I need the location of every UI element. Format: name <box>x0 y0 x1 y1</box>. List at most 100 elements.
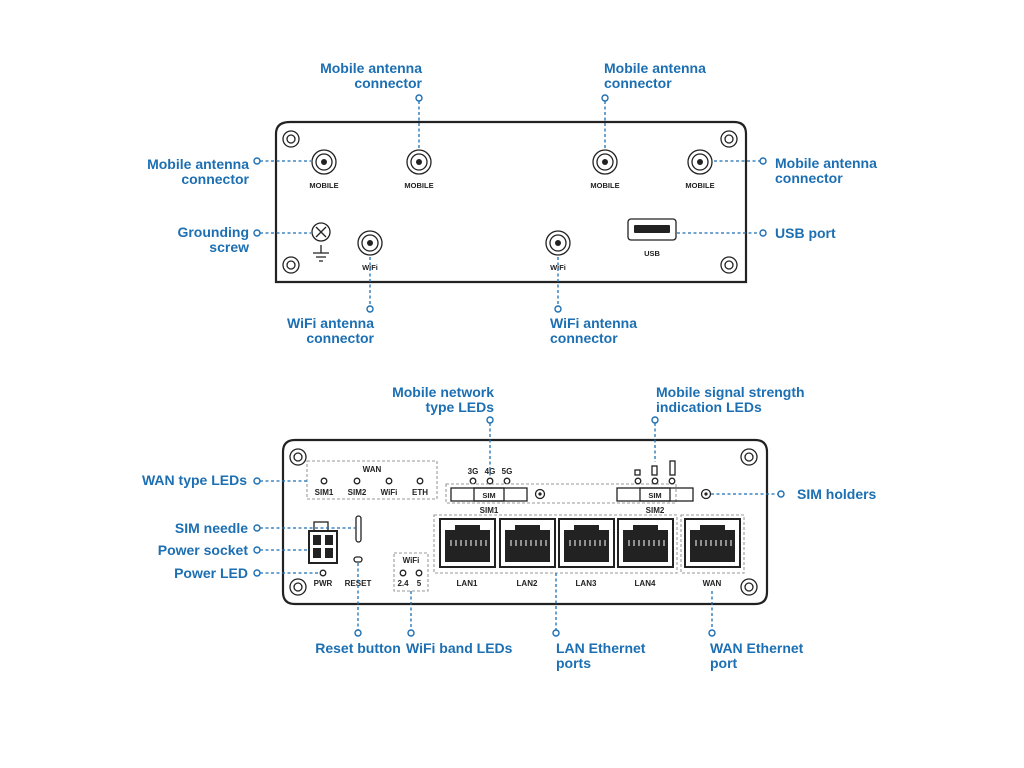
rear-panel-body <box>274 120 748 284</box>
sim2-label: SIM2 <box>646 506 665 515</box>
callout-line: Mobile network <box>392 384 494 400</box>
wan-led-title: WAN <box>363 465 382 474</box>
mobile-port-label: MOBILE <box>590 181 619 190</box>
wifi-band-led-group: WiFi 2.4 5 <box>393 552 429 592</box>
wan-port-label: WAN <box>703 579 722 588</box>
wan-port-icon <box>684 518 741 568</box>
callout-line: Power socket <box>157 542 248 558</box>
callout-mobile-antenna-left: Mobile antenna connector <box>147 157 249 187</box>
callout-line: Reset button <box>315 640 401 656</box>
wifi-led-title: WiFi <box>403 556 420 565</box>
mobile-port-label: MOBILE <box>404 181 433 190</box>
callout-line: WiFi antenna <box>287 315 374 331</box>
mobile-port-label: MOBILE <box>309 181 338 190</box>
pwr-label: PWR <box>314 579 333 588</box>
callout-line: ports <box>556 655 591 671</box>
callout-line: connector <box>181 171 249 187</box>
callout-line: screw <box>209 239 249 255</box>
wan-led-label: SIM1 <box>315 488 334 497</box>
lan-port-label: LAN3 <box>576 579 597 588</box>
wan-type-led-group: WAN SIM1 SIM2 WiFi ETH <box>306 460 438 500</box>
lan-port-label: LAN4 <box>635 579 656 588</box>
lan-port-icon <box>439 518 496 568</box>
callout-line: Mobile antenna <box>604 60 706 76</box>
callout-line: WAN Ethernet <box>710 640 804 656</box>
callout-mobile-antenna-top-left: Mobile antenna connector <box>320 61 422 91</box>
power-socket-icon <box>308 521 338 564</box>
callout-usb-port: USB port <box>775 226 836 241</box>
sim-eject-icon <box>534 488 546 500</box>
callout-line: WiFi band LEDs <box>406 640 513 656</box>
callout-line: type LEDs <box>425 399 494 415</box>
callout-line: Power LED <box>174 565 248 581</box>
sim-slot-label: SIM <box>648 491 661 500</box>
callout-wan-ethernet-port: WAN Ethernet port <box>710 641 803 671</box>
reset-button-icon <box>353 556 363 563</box>
callout-power-socket: Power socket <box>158 543 248 558</box>
wifi-connector-icon <box>357 230 383 256</box>
callout-line: port <box>710 655 738 671</box>
sim-slot-label: SIM <box>482 491 495 500</box>
callout-wifi-antenna-right: WiFi antenna connector <box>550 316 637 346</box>
callout-wifi-band-leds: WiFi band LEDs <box>406 641 512 656</box>
rear-panel: MOBILE MOBILE MOBILE MOBILE WiFi WiFi US… <box>253 94 767 313</box>
callout-grounding-screw: Grounding screw <box>177 225 249 255</box>
callout-line: connector <box>604 75 672 91</box>
callout-line: Mobile antenna <box>775 155 877 171</box>
mobile-connector-icon <box>406 149 432 175</box>
lan-port-icon <box>499 518 556 568</box>
usb-port-label: USB <box>644 249 660 258</box>
net-led-label: 5G <box>502 467 513 476</box>
callout-line: Grounding <box>177 224 249 240</box>
callout-line: connector <box>550 330 618 346</box>
front-panel: WAN SIM1 SIM2 WiFi ETH 3G 4G 5G SIM SIM1 <box>253 416 785 637</box>
net-led-label: 3G <box>468 467 479 476</box>
mobile-port-label: MOBILE <box>685 181 714 190</box>
callout-line: Mobile antenna <box>320 60 422 76</box>
front-leader-lines <box>253 416 785 637</box>
signal-strength-led-group <box>634 460 676 485</box>
reset-label: RESET <box>345 579 372 588</box>
sim-eject-icon <box>700 488 712 500</box>
lan-port-label: LAN1 <box>457 579 478 588</box>
mobile-connector-icon <box>311 149 337 175</box>
wifi-band-label: 5 <box>417 579 422 588</box>
wan-led-label: ETH <box>412 488 428 497</box>
sim-needle-icon <box>355 515 362 543</box>
sim1-label: SIM1 <box>480 506 499 515</box>
wifi-port-label: WiFi <box>550 263 566 272</box>
callout-network-type-leds: Mobile network type LEDs <box>392 385 494 415</box>
sim-holder-2: SIM SIM2 <box>616 487 694 515</box>
grounding-screw-icon <box>311 222 331 262</box>
callout-line: Mobile antenna <box>147 156 249 172</box>
callout-mobile-antenna-top-right: Mobile antenna connector <box>604 61 706 91</box>
callout-line: WiFi antenna <box>550 315 637 331</box>
callout-line: USB port <box>775 225 836 241</box>
callout-line: Mobile signal strength <box>656 384 805 400</box>
wan-led-label: SIM2 <box>348 488 367 497</box>
callout-power-led: Power LED <box>174 566 248 581</box>
callout-wan-type-leds: WAN type LEDs <box>142 473 247 488</box>
mobile-connector-icon <box>687 149 713 175</box>
callout-lan-ports: LAN Ethernet ports <box>556 641 645 671</box>
callout-line: connector <box>354 75 422 91</box>
mobile-connector-icon <box>592 149 618 175</box>
net-led-label: 4G <box>485 467 496 476</box>
callout-signal-strength-leds: Mobile signal strength indication LEDs <box>656 385 805 415</box>
usb-port-icon <box>627 218 677 241</box>
callout-line: connector <box>306 330 374 346</box>
wifi-port-label: WiFi <box>362 263 378 272</box>
callout-mobile-antenna-right: Mobile antenna connector <box>775 156 877 186</box>
callout-reset-button: Reset button <box>258 641 458 656</box>
wan-led-label: WiFi <box>381 488 398 497</box>
callout-wifi-antenna-left: WiFi antenna connector <box>287 316 374 346</box>
lan-port-icon <box>558 518 615 568</box>
callout-sim-holders: SIM holders <box>797 487 876 502</box>
callout-line: LAN Ethernet <box>556 640 646 656</box>
callout-line: indication LEDs <box>656 399 762 415</box>
front-corner-screws <box>289 448 758 596</box>
callout-line: connector <box>775 170 843 186</box>
power-led-icon <box>319 569 327 577</box>
callout-sim-needle: SIM needle <box>175 521 248 536</box>
rear-corner-screws <box>282 130 738 274</box>
